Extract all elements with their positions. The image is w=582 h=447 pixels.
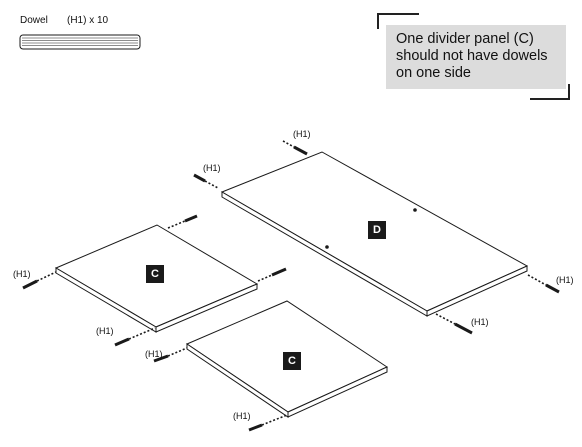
- panel-c-left-badge: C: [146, 265, 164, 283]
- h1-label: (H1): [233, 411, 251, 421]
- dowel-cb-left: [153, 347, 188, 363]
- dowel-d-top: [282, 140, 308, 156]
- dowel-cl-bottom: [114, 327, 156, 347]
- dowel-cl-left: [22, 271, 57, 290]
- h1-label: (H1): [145, 349, 163, 359]
- dowel-d-bottom: [435, 313, 473, 335]
- dowels: [22, 140, 560, 432]
- h1-label: (H1): [293, 129, 311, 139]
- h1-label: (H1): [556, 275, 574, 285]
- h1-label: (H1): [471, 317, 489, 327]
- dowel-cb-bottom: [248, 414, 288, 432]
- dowel-cl-right: [257, 267, 287, 282]
- dowel-part-code-qty: (H1) x 10: [67, 15, 109, 26]
- panel-c-bottom-badge: C: [283, 352, 301, 370]
- dowel-icon: [19, 34, 141, 50]
- note-bracket-top-left: [377, 13, 419, 29]
- h1-label: (H1): [203, 163, 221, 173]
- h1-label: (H1): [96, 326, 114, 336]
- note-text: One divider panel (C) should not have do…: [396, 31, 548, 81]
- note-box: One divider panel (C) should not have do…: [386, 25, 566, 89]
- dowel-d-left: [193, 173, 219, 189]
- note-bracket-bottom-right: [530, 84, 570, 100]
- panel-d-badge: D: [368, 221, 386, 239]
- h1-label: (H1): [13, 269, 31, 279]
- dowel-cl-top: [167, 214, 198, 229]
- dowel-part-name: Dowel: [20, 15, 48, 26]
- dowel-d-right: [527, 274, 560, 294]
